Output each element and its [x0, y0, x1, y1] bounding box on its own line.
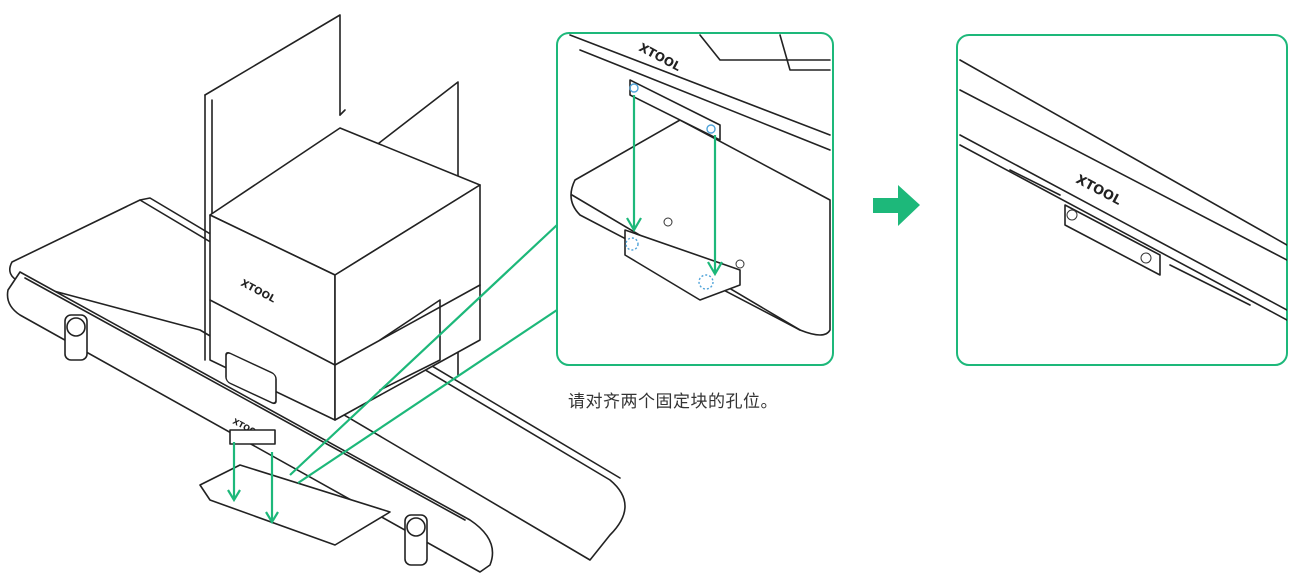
conveyor-machine-illustration: XTOOL XTOOL: [6, 14, 626, 573]
detail-panel-after: XTOOL: [956, 34, 1288, 366]
instruction-caption: 请对齐两个固定块的孔位。: [568, 392, 778, 412]
arrow-right-icon: [873, 185, 920, 226]
detail-panel-before: XTOOL: [556, 32, 834, 366]
